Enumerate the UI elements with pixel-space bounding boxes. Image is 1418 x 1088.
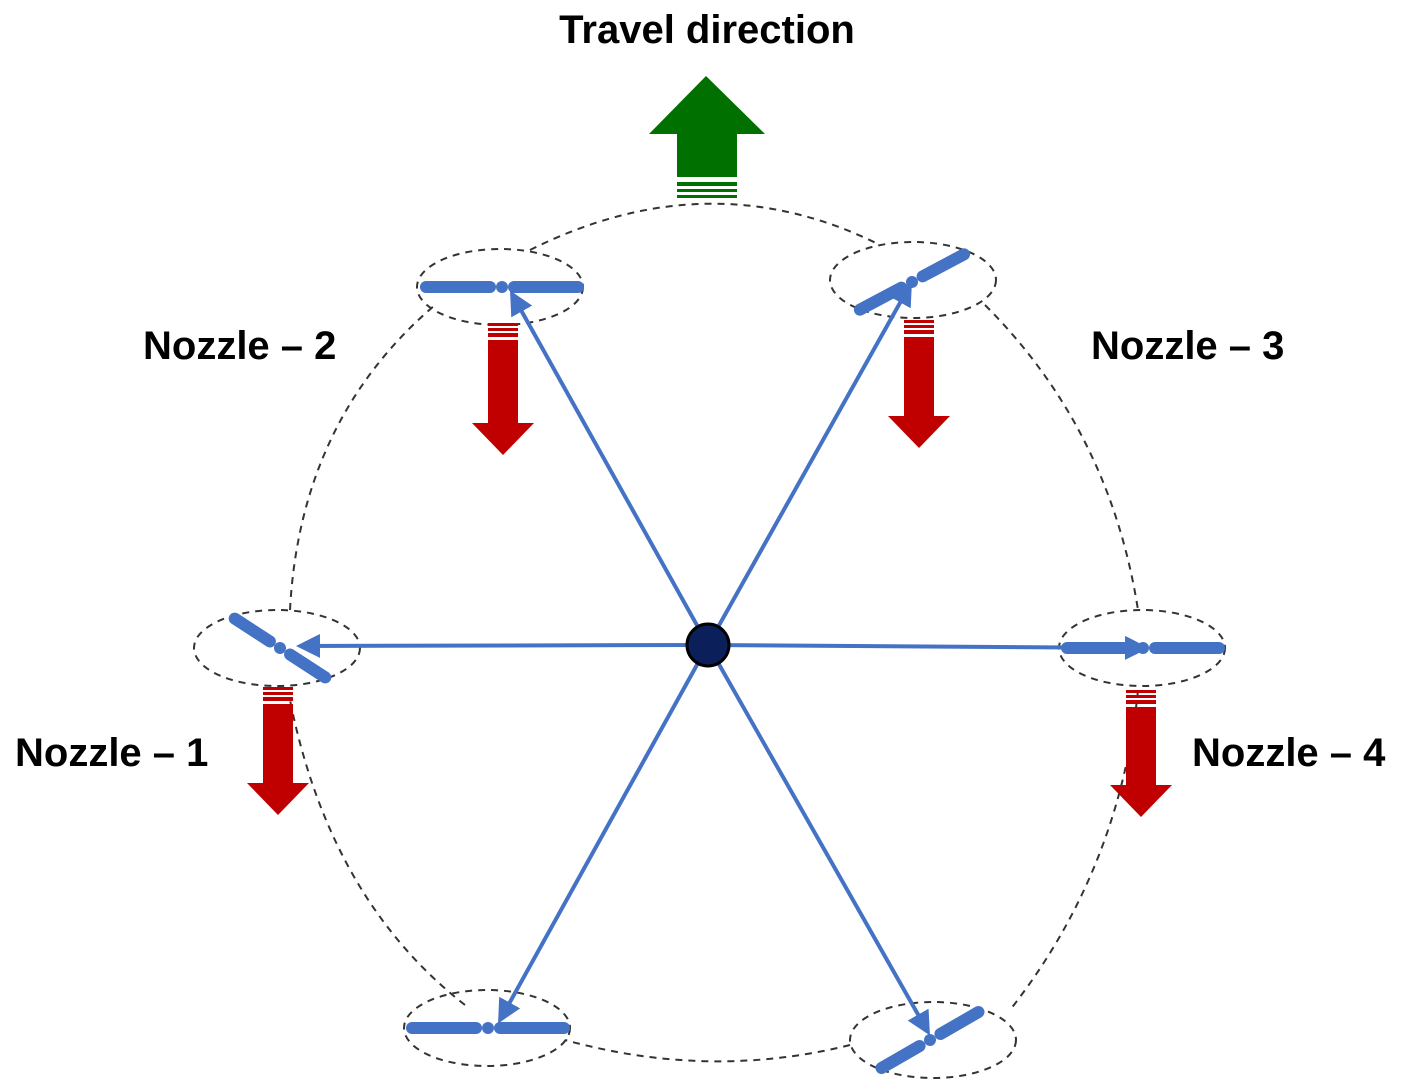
down-arrow-icon xyxy=(472,323,534,455)
arm-to-nozzle-6 xyxy=(706,644,930,1036)
arm-to-nozzle-5 xyxy=(498,644,710,1024)
force-arrows xyxy=(247,320,1172,817)
spray-nozzle-icon xyxy=(420,281,584,293)
nozzle-ellipse-6 xyxy=(849,1001,1017,1079)
spray-nozzle-icon xyxy=(875,1006,985,1074)
spray-nozzle-icon xyxy=(228,612,332,684)
nozzle-4-label: Nozzle – 4 xyxy=(1192,731,1386,775)
nozzles xyxy=(228,248,1225,1074)
spray-nozzle-icon xyxy=(1061,642,1225,654)
arm-to-nozzle-3 xyxy=(706,281,912,646)
nozzle-1-label: Nozzle – 1 xyxy=(15,731,208,775)
down-arrow-icon xyxy=(1110,690,1172,817)
nozzle-3-label: Nozzle – 3 xyxy=(1091,324,1284,368)
nozzle-2-label: Nozzle – 2 xyxy=(143,324,336,368)
nozzle-ellipse-1 xyxy=(193,609,361,687)
arm-to-nozzle-2 xyxy=(510,290,710,646)
center-hub-icon xyxy=(685,622,731,668)
nozzle-ellipse-3 xyxy=(829,241,997,319)
spray-nozzle-icon xyxy=(853,248,971,316)
arm-to-nozzle-1 xyxy=(296,633,709,658)
down-arrow-icon xyxy=(247,687,309,815)
travel-direction-label: Travel direction xyxy=(559,8,855,52)
spray-nozzle-icon xyxy=(406,1022,570,1034)
rotation-path xyxy=(289,202,1139,1063)
up-arrow-icon xyxy=(649,76,765,198)
down-arrow-icon xyxy=(888,320,950,448)
rotor-arms xyxy=(296,281,1149,1036)
